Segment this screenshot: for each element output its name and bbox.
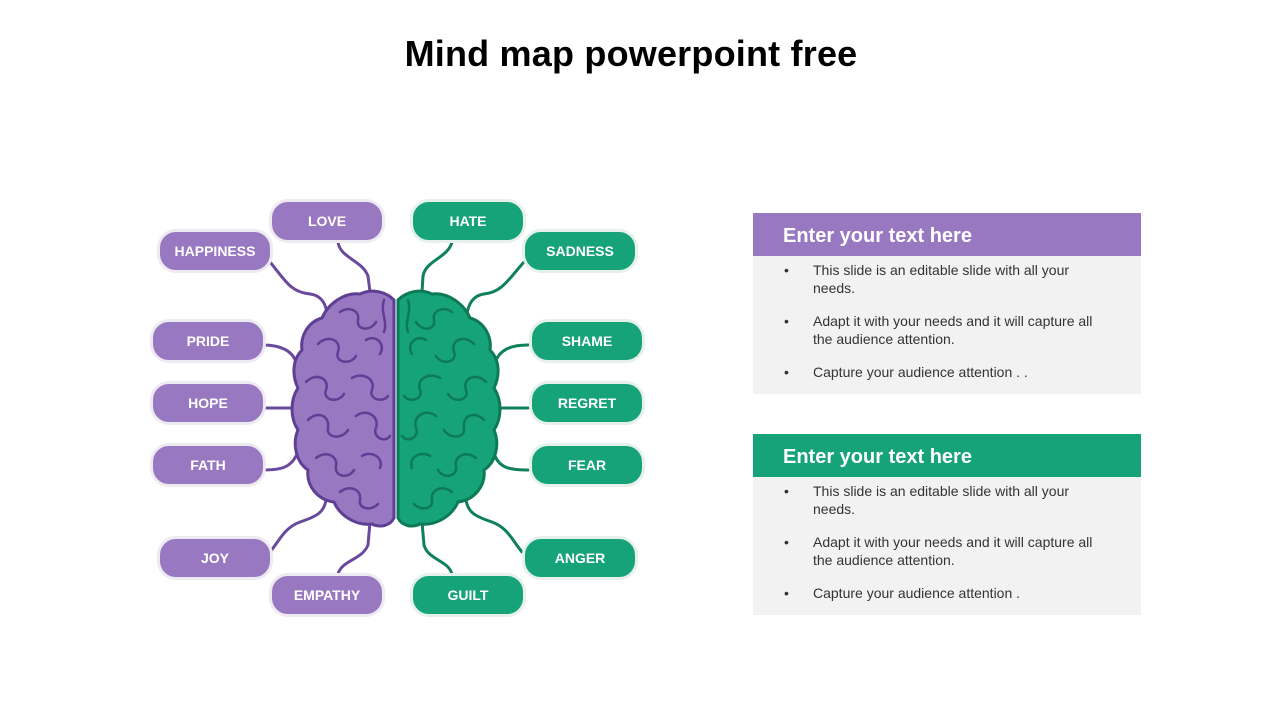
- emotion-pill-guilt[interactable]: GUILT: [410, 573, 526, 617]
- emotion-pill-fath[interactable]: FATH: [150, 443, 266, 487]
- connector-love: [336, 240, 372, 294]
- connector-empathy: [336, 520, 372, 576]
- connector-shame: [493, 343, 530, 364]
- connector-joy: [268, 498, 328, 554]
- bullet-item[interactable]: Capture your audience attention . .: [753, 363, 1141, 381]
- bullet-list: This slide is an editable slide with all…: [753, 261, 1141, 381]
- connector-guilt: [420, 520, 454, 576]
- text-panel-green: Enter your text here This slide is an ed…: [753, 434, 1141, 615]
- panel-heading[interactable]: Enter your text here: [753, 434, 1141, 477]
- emotion-pill-empathy[interactable]: EMPATHY: [269, 573, 385, 617]
- panel-body: This slide is an editable slide with all…: [753, 256, 1141, 394]
- connector-anger: [464, 498, 524, 554]
- emotion-pill-regret[interactable]: REGRET: [529, 381, 645, 425]
- emotion-pill-shame[interactable]: SHAME: [529, 319, 645, 363]
- emotion-pill-fear[interactable]: FEAR: [529, 443, 645, 487]
- emotion-pill-hope[interactable]: HOPE: [150, 381, 266, 425]
- bullet-list: This slide is an editable slide with all…: [753, 482, 1141, 602]
- emotion-pill-anger[interactable]: ANGER: [522, 536, 638, 580]
- connector-hate: [420, 240, 454, 294]
- connector-pride: [260, 343, 298, 364]
- emotion-pill-joy[interactable]: JOY: [157, 536, 273, 580]
- connector-happiness: [268, 260, 329, 324]
- connector-fear: [493, 454, 530, 472]
- bullet-item[interactable]: This slide is an editable slide with all…: [753, 482, 1141, 518]
- bullet-item[interactable]: Capture your audience attention .: [753, 584, 1141, 602]
- panel-heading[interactable]: Enter your text here: [753, 213, 1141, 256]
- panel-body: This slide is an editable slide with all…: [753, 477, 1141, 615]
- bullet-item[interactable]: This slide is an editable slide with all…: [753, 261, 1141, 297]
- emotion-pill-happiness[interactable]: HAPPINESS: [157, 229, 273, 273]
- connector-fath: [260, 454, 298, 472]
- emotion-pill-hate[interactable]: HATE: [410, 199, 526, 243]
- emotion-pill-pride[interactable]: PRIDE: [150, 319, 266, 363]
- brain-left-hemisphere: [290, 289, 396, 528]
- emotion-pill-sadness[interactable]: SADNESS: [522, 229, 638, 273]
- text-panel-purple: Enter your text here This slide is an ed…: [753, 213, 1141, 394]
- emotion-pill-love[interactable]: LOVE: [269, 199, 385, 243]
- brain-right-hemisphere: [396, 289, 502, 528]
- bullet-item[interactable]: Adapt it with your needs and it will cap…: [753, 533, 1141, 569]
- connector-sadness: [465, 260, 526, 324]
- bullet-item[interactable]: Adapt it with your needs and it will cap…: [753, 312, 1141, 348]
- slide-title[interactable]: Mind map powerpoint free: [404, 33, 858, 74]
